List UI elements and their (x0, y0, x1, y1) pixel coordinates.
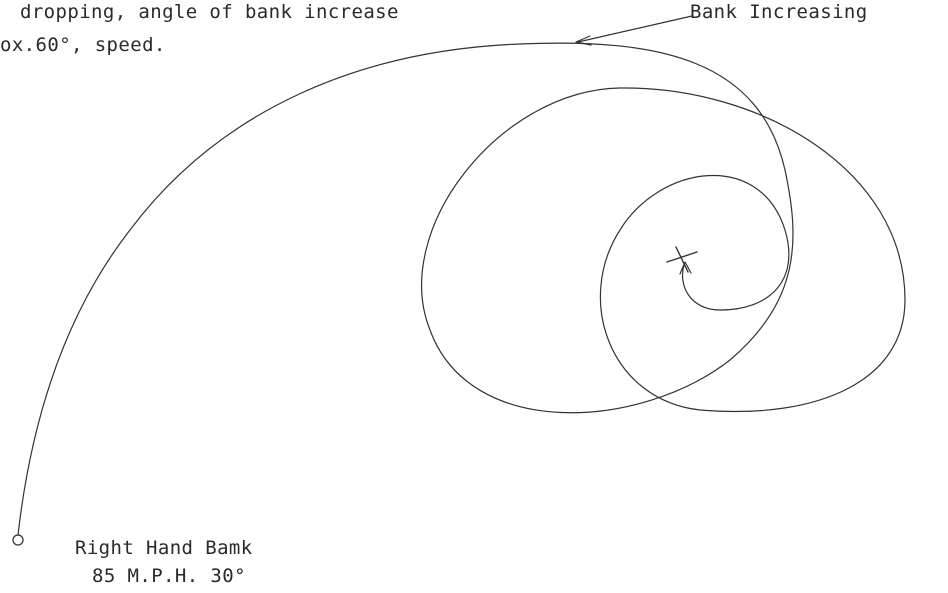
bank-increasing-arrowhead (575, 35, 592, 46)
start-label-line-1: Right Hand Bamk (75, 537, 253, 559)
bank-increasing-label: Bank Increasing (690, 1, 868, 23)
end-arrowhead (679, 261, 692, 275)
flight-path-spiral (17, 42, 906, 536)
annotation-line-2: ox.60°, speed. (0, 34, 166, 56)
bank-increasing-leader-line (577, 15, 693, 43)
start-label-line-2: 85 M.P.H. 30° (92, 565, 246, 587)
end-point-cross (666, 246, 698, 273)
start-point-marker (12, 534, 24, 546)
annotation-line-1: dropping, angle of bank increase (20, 1, 399, 23)
